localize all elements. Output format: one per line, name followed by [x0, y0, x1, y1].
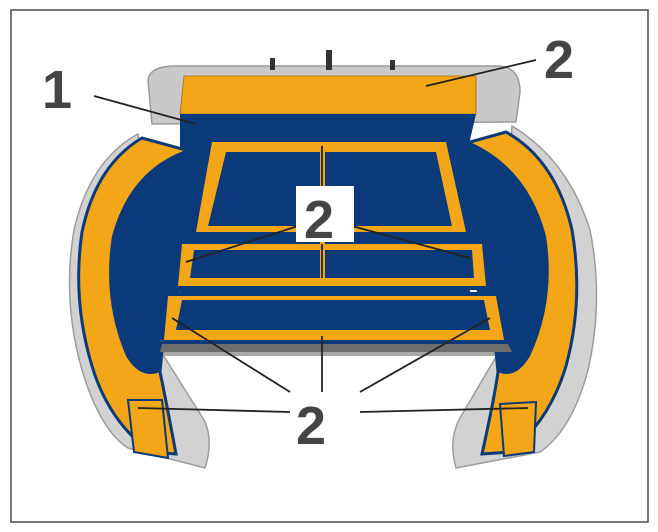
- orange-zone-rear: [179, 75, 477, 115]
- callout-part-2-bottom: 2: [296, 396, 326, 456]
- center-callout-box: [296, 186, 354, 242]
- connector-studs: [270, 50, 395, 70]
- front-lip: [160, 344, 512, 352]
- callout-part-2-center: 2: [304, 190, 334, 250]
- callout-part-1: 1: [42, 60, 72, 120]
- right-bolster-tail: [498, 400, 538, 458]
- callout-part-2-top-right: 2: [544, 30, 574, 90]
- leader-lines: [93, 59, 537, 413]
- lower-seat-panel: [162, 292, 508, 344]
- middle-seat-panel: [170, 236, 488, 290]
- left-bolster-tail: [126, 399, 170, 460]
